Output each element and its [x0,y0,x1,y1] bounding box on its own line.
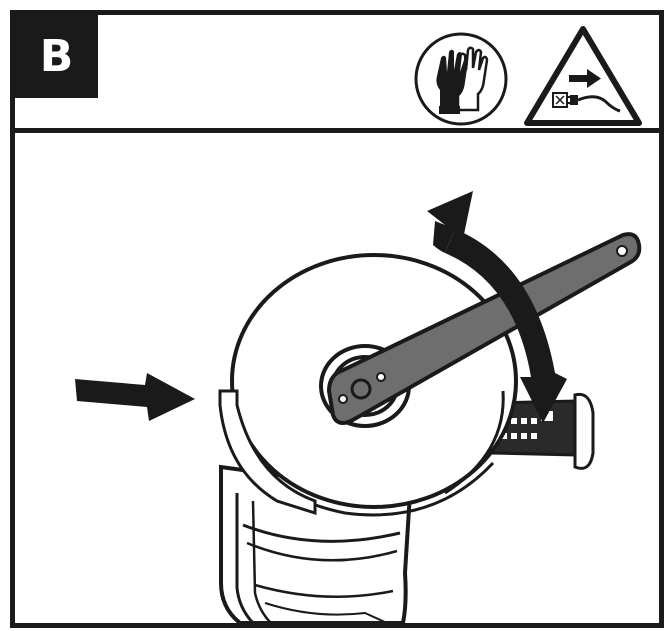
unplug-warning-icon [524,26,642,126]
spanner-wrench [326,232,642,425]
instruction-panel: B [10,10,664,628]
wheel-guard [218,389,317,516]
step-badge: B [15,15,98,98]
push-arrow-icon [75,373,195,421]
grinder-illustration [75,191,642,623]
wear-gloves-icon [414,32,508,126]
rotation-arrow-icon [427,191,567,423]
step-label: B [39,31,74,82]
panel-header: B [15,15,659,133]
